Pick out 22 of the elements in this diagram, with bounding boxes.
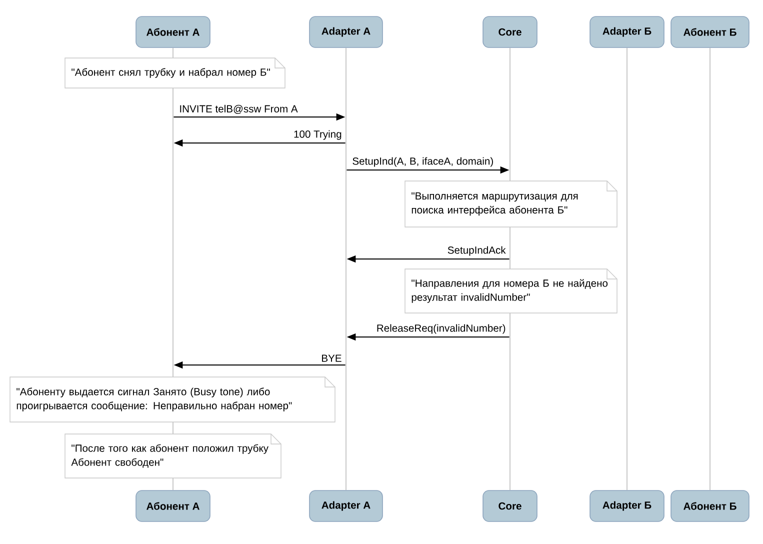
edge-label: BYE — [320, 354, 343, 363]
participant-box: Core — [482, 490, 538, 522]
edge-label: INVITE telB@ssw From A — [178, 104, 299, 115]
participant-box: Абонент Б — [670, 16, 750, 48]
participant-box: Абонент Б — [670, 490, 750, 522]
edge-label: SetupIndAck — [446, 245, 507, 257]
participant-box: Core — [482, 16, 538, 48]
note-box: "Абонент снял трубку и набрал номер Б" — [64, 58, 286, 88]
edge-label: ReleaseReq(invalidNumber) — [375, 323, 507, 335]
participant-box: Adapter Б — [590, 490, 664, 522]
note-box: "Выполняется маршрутизация для поиска интерфейса абонента Б" — [404, 180, 618, 228]
note-box: "Абоненту выдается сигнал Занято (Busy tone) либо проигрывается сообщение: Неправильно набран номер" — [10, 376, 336, 422]
participant-box: Абонент А — [136, 490, 210, 522]
note-box: "Направления для номера Б не найдено результат invalidNumber" — [404, 268, 618, 314]
participant-box: Adapter А — [309, 16, 383, 48]
participant-box: Абонент А — [136, 16, 210, 48]
participant-box: Adapter Б — [590, 16, 664, 48]
edge-label: 100 Trying — [292, 129, 343, 141]
participant-box: Adapter А — [309, 490, 383, 522]
note-box: "После того как абонент положил трубку Абонент свободен" — [64, 434, 282, 478]
lifeline — [626, 48, 628, 490]
edge-label: SetupInd(A, B, ifaceA, domain) — [351, 156, 495, 168]
